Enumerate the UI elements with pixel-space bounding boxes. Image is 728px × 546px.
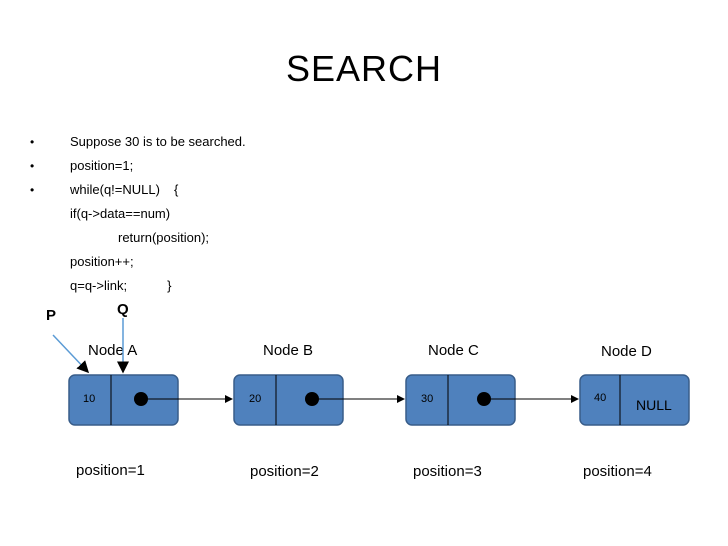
- node-b-position: position=2: [250, 463, 319, 480]
- node-d-value: 40: [594, 392, 607, 404]
- code-line: position++;: [30, 250, 134, 274]
- bullet-dot-icon: •: [30, 135, 35, 149]
- node-a-label: Node A: [88, 342, 138, 359]
- code-increment: position++;: [70, 254, 134, 269]
- bullet-text: while(q!=NULL) {: [70, 178, 178, 202]
- node-c-value: 30: [421, 393, 434, 405]
- node-d-box: [579, 374, 690, 426]
- while-open-brace: {: [173, 182, 179, 197]
- node-d-null-link: NULL: [636, 397, 672, 413]
- code-return: return(position);: [118, 230, 210, 245]
- code-link-text: q=q->link;: [70, 278, 128, 293]
- bullet-line: • position=1;: [30, 154, 133, 178]
- node-a-box: [68, 374, 179, 426]
- code-line: if(q->data==num): [30, 202, 170, 226]
- pointer-p-arrow: [52, 334, 90, 374]
- node-b-box: [233, 374, 344, 426]
- bullet-text: Suppose 30 is to be searched.: [70, 134, 246, 149]
- node-d-position: position=4: [583, 463, 652, 480]
- bullet-line: • while(q!=NULL) {: [30, 178, 178, 202]
- pointer-p-label: P: [46, 307, 57, 324]
- node-b-value: 20: [249, 393, 262, 405]
- node-b-label: Node B: [263, 342, 314, 359]
- code-line: q=q->link;}: [30, 274, 171, 298]
- bullet-line: • Suppose 30 is to be searched.: [30, 130, 246, 154]
- node-c-box: [405, 374, 516, 426]
- node-d-label: Node D: [601, 343, 652, 360]
- node-c-label: Node C: [428, 342, 479, 359]
- bullet-dot-icon: •: [30, 159, 35, 173]
- while-close-brace: }: [167, 278, 172, 293]
- while-condition: while(q!=NULL): [70, 182, 160, 197]
- bullet-text: position=1;: [70, 158, 134, 173]
- bullet-dot-icon: •: [30, 183, 35, 197]
- node-c-position: position=3: [413, 463, 482, 480]
- pointer-q-label: Q: [117, 301, 129, 318]
- code-link: q=q->link;}: [70, 274, 171, 298]
- node-a-position: position=1: [76, 462, 145, 479]
- bullet-list: • Suppose 30 is to be searched. • positi…: [30, 130, 246, 298]
- code-line: return(position);: [30, 226, 209, 250]
- slide-title: SEARCH: [285, 48, 443, 89]
- node-a-value: 10: [83, 393, 96, 405]
- code-if: if(q->data==num): [70, 206, 171, 221]
